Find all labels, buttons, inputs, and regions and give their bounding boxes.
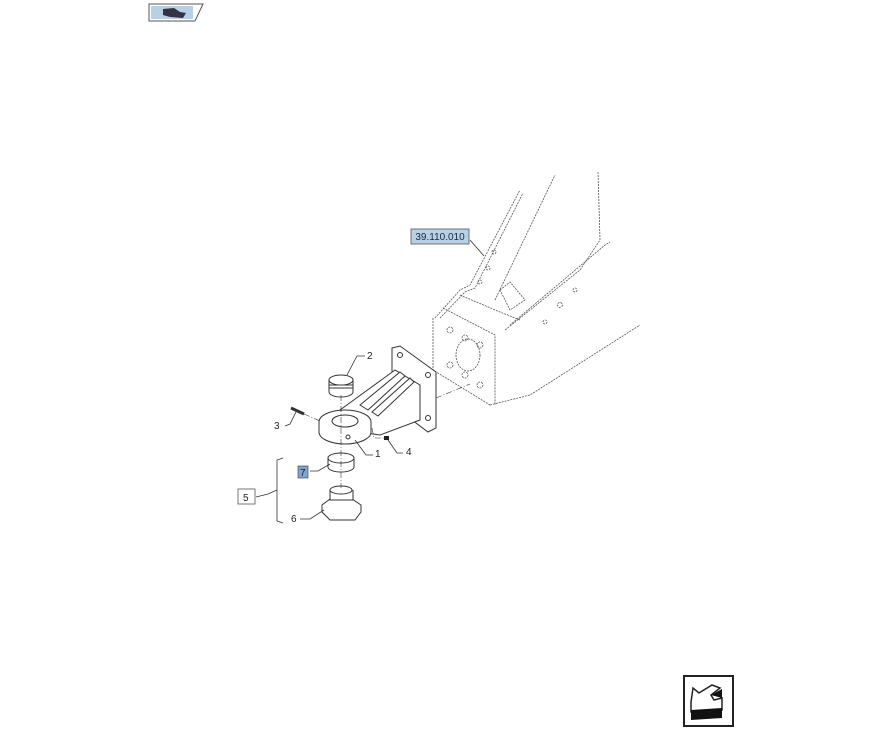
callout-4[interactable]: 4 (406, 447, 412, 458)
reference-link[interactable]: 39.110.010 (410, 228, 470, 245)
tow-hook-bracket (318, 345, 437, 445)
part-6-nut (321, 485, 362, 521)
callout-5-box (237, 488, 256, 505)
part-4-fitting (384, 436, 389, 440)
arrow-left-down-icon[interactable] (683, 675, 734, 727)
callout-7-highlight (297, 465, 309, 479)
part-2-bushing (328, 374, 354, 398)
callout-6[interactable]: 6 (291, 514, 297, 525)
part-3-pin (290, 406, 305, 416)
book-hand-icon[interactable] (148, 3, 204, 22)
centerlines (303, 383, 471, 488)
callout-3[interactable]: 3 (274, 421, 280, 432)
callout-1[interactable]: 1 (375, 449, 381, 460)
reference-label[interactable]: 39.110.010 (415, 232, 465, 243)
leader-lines (255, 355, 403, 524)
callout-7[interactable]: 7 (300, 468, 306, 479)
frame-rail (432, 171, 641, 406)
callout-2[interactable]: 2 (367, 351, 373, 362)
callout-5[interactable]: 5 (243, 493, 249, 504)
leader-line (469, 239, 485, 257)
